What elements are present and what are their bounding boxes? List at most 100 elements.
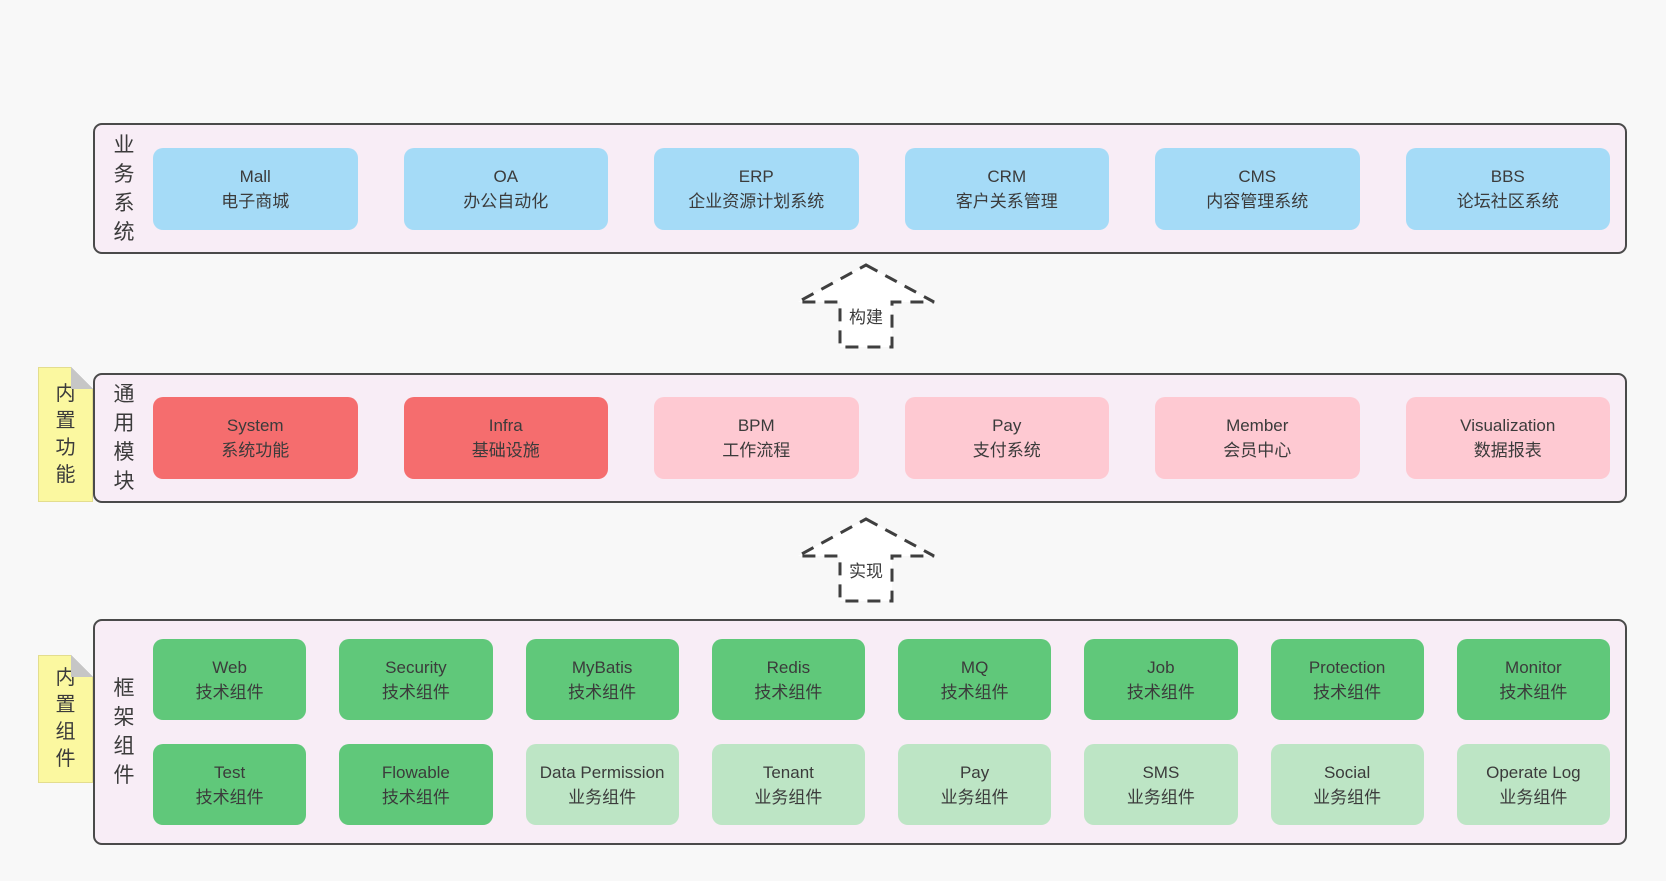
component-desc: 论坛社区系统 — [1456, 191, 1559, 211]
component-box-job: Job 技术组件 — [1084, 639, 1238, 720]
component-box-web: Web 技术组件 — [153, 639, 307, 720]
component-box-tenant: Tenant 业务组件 — [711, 744, 865, 825]
component-box-erp: ERP 企业资源计划系统 — [654, 147, 859, 230]
component-desc: 电子商城 — [221, 191, 290, 211]
component-box-oa: OA 办公自动化 — [403, 147, 608, 230]
component-desc: 办公自动化 — [463, 191, 549, 211]
panel-title: 业务系统 — [113, 133, 135, 244]
arrow-label: 构建 — [846, 303, 886, 328]
panel-title-column: 业务系统 — [95, 125, 153, 252]
component-name: MyBatis — [571, 657, 633, 677]
component-name: Mall — [239, 166, 271, 186]
component-desc: 业务组件 — [940, 787, 1009, 807]
component-name: Test — [214, 762, 246, 782]
component-desc: 内容管理系统 — [1206, 191, 1309, 211]
implement-arrow: 实现 — [791, 517, 941, 603]
component-name: CRM — [987, 166, 1027, 186]
component-desc: 业务组件 — [754, 787, 823, 807]
panel-title: 框架组件 — [113, 677, 135, 787]
component-name: Redis — [766, 657, 811, 677]
component-name: Pay — [959, 762, 990, 782]
component-desc: 客户关系管理 — [955, 191, 1058, 211]
component-desc: 技术组件 — [1499, 682, 1568, 702]
component-name: Security — [385, 657, 447, 677]
component-box-social: Social 业务组件 — [1270, 744, 1424, 825]
component-name: ERP — [738, 166, 774, 186]
component-name: Job — [1147, 657, 1175, 677]
build-arrow: 构建 — [791, 263, 941, 349]
component-desc: 系统功能 — [221, 441, 290, 460]
builtin-components-note: 内置组件 — [38, 655, 93, 783]
component-name: Tenant — [762, 762, 814, 782]
component-desc: 技术组件 — [381, 787, 450, 807]
component-desc: 技术组件 — [568, 682, 637, 702]
component-name: SMS — [1142, 762, 1180, 782]
component-desc: 业务组件 — [1499, 787, 1568, 807]
component-desc: 技术组件 — [1313, 682, 1382, 702]
component-name: MQ — [960, 657, 989, 677]
panel-title-column: 框架组件 — [95, 621, 153, 843]
component-box-cms: CMS 内容管理系统 — [1155, 147, 1360, 230]
component-name: Social — [1323, 762, 1371, 782]
component-box-bbs: BBS 论坛社区系统 — [1405, 147, 1610, 230]
component-box-member: Member 会员中心 — [1155, 397, 1360, 479]
panel-title-column: 通用模块 — [95, 375, 153, 501]
component-box-monitor: Monitor 技术组件 — [1456, 639, 1610, 720]
component-row: Mall 电子商城 OA 办公自动化 ERP 企业资源计划系统 CRM 客户关系管理 CMS 内容… — [153, 147, 1610, 230]
component-box-sms: SMS 业务组件 — [1084, 744, 1238, 825]
component-name: Flowable — [381, 762, 450, 782]
component-name: Pay — [992, 416, 1022, 435]
component-desc: 支付系统 — [972, 441, 1041, 460]
component-desc: 技术组件 — [195, 682, 264, 702]
component-desc: 技术组件 — [195, 787, 264, 807]
component-box-visualization: Visualization 数据报表 — [1405, 397, 1610, 479]
component-box-test: Test 技术组件 — [153, 744, 307, 825]
component-box-flowable: Flowable 技术组件 — [339, 744, 493, 825]
component-name: BBS — [1490, 166, 1525, 186]
component-box-redis: Redis 技术组件 — [711, 639, 865, 720]
business-systems-boxes: Mall 电子商城 OA 办公自动化 ERP 企业资源计划系统 CRM 客户关系管理 CMS 内容… — [153, 125, 1625, 252]
component-box-system: System 系统功能 — [153, 397, 358, 479]
component-name: System — [226, 416, 284, 435]
component-name: Member — [1226, 416, 1289, 435]
component-name: Operate Log — [1486, 762, 1581, 782]
builtin-features-note-label: 内置功能 — [55, 382, 76, 486]
component-box-security: Security 技术组件 — [339, 639, 493, 720]
component-desc: 工作流程 — [722, 441, 791, 460]
component-desc: 业务组件 — [568, 787, 637, 807]
builtin-features-note: 内置功能 — [38, 367, 93, 502]
component-name: Visualization — [1460, 416, 1556, 435]
component-box-mybatis: MyBatis 技术组件 — [525, 639, 679, 720]
component-box-pay: Pay 业务组件 — [898, 744, 1052, 825]
arrow-label: 实现 — [846, 557, 886, 582]
component-name: CMS — [1238, 166, 1277, 186]
component-desc: 数据报表 — [1473, 441, 1542, 460]
component-box-mall: Mall 电子商城 — [153, 147, 358, 230]
component-name: Web — [212, 657, 247, 677]
component-box-pay: Pay 支付系统 — [904, 397, 1109, 479]
component-desc: 企业资源计划系统 — [688, 191, 825, 211]
component-desc: 会员中心 — [1223, 441, 1292, 460]
component-desc: 业务组件 — [1313, 787, 1382, 807]
component-desc: 技术组件 — [1126, 682, 1195, 702]
component-name: OA — [493, 166, 519, 186]
component-desc: 技术组件 — [754, 682, 823, 702]
component-desc: 业务组件 — [1126, 787, 1195, 807]
business-systems-panel: 业务系统 Mall 电子商城 OA 办公自动化 ERP 企业资源计划系统 CRM 客户关系管理… — [93, 123, 1627, 254]
component-name: Monitor — [1505, 657, 1562, 677]
component-name: Infra — [488, 416, 523, 435]
component-desc: 基础设施 — [471, 441, 540, 460]
component-desc: 技术组件 — [381, 682, 450, 702]
